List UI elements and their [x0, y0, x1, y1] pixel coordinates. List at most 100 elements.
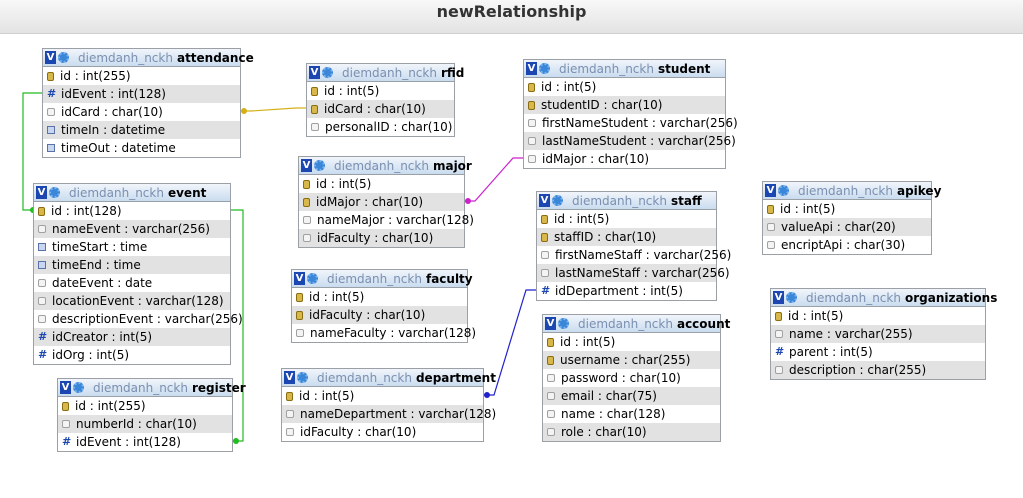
column-row[interactable]: numberId : char(10) — [58, 415, 232, 433]
view-toggle-icon[interactable]: V — [45, 51, 56, 64]
view-toggle-icon[interactable]: V — [60, 381, 71, 394]
column-row[interactable]: id : int(5) — [524, 78, 725, 96]
column-row[interactable]: timeOut : datetime — [43, 139, 240, 157]
column-row[interactable]: nameMajor : varchar(128) — [299, 211, 474, 229]
view-toggle-icon[interactable]: V — [284, 371, 295, 384]
column-row[interactable]: nameFaculty : varchar(128) — [292, 324, 476, 342]
view-toggle-icon[interactable]: V — [309, 66, 320, 79]
column-row[interactable]: id : int(5) — [763, 200, 931, 218]
gear-icon[interactable] — [314, 160, 325, 171]
view-toggle-icon[interactable]: V — [294, 272, 305, 285]
column-row[interactable]: encriptApi : char(30) — [763, 236, 931, 254]
view-toggle-icon[interactable]: V — [545, 317, 556, 330]
gear-icon[interactable] — [786, 292, 797, 303]
column-row[interactable]: nameEvent : varchar(256) — [34, 220, 230, 238]
column-row[interactable]: role : char(10) — [543, 423, 720, 441]
column-row[interactable]: #idDepartment : int(5) — [537, 282, 716, 300]
gear-icon[interactable] — [778, 185, 789, 196]
view-toggle-icon[interactable]: V — [526, 62, 537, 75]
column-row[interactable]: email : char(75) — [543, 387, 720, 405]
column-row[interactable]: personalID : char(10) — [307, 118, 454, 136]
column-row[interactable]: id : int(128) — [34, 202, 230, 220]
column-row[interactable]: id : int(5) — [292, 288, 467, 306]
column-row[interactable]: #idCreator : int(5) — [34, 328, 230, 346]
column-row[interactable]: #idOrg : int(5) — [34, 346, 230, 364]
column-row[interactable]: id : int(5) — [299, 175, 464, 193]
gear-icon[interactable] — [73, 382, 84, 393]
column-row[interactable]: id : int(5) — [771, 307, 985, 325]
column-row[interactable]: name : varchar(255) — [771, 325, 985, 343]
column-row[interactable]: firstNameStaff : varchar(256) — [537, 246, 731, 264]
column-row[interactable]: firstNameStudent : varchar(256) — [524, 114, 738, 132]
view-toggle-icon[interactable]: V — [301, 159, 312, 172]
view-toggle-icon[interactable]: V — [539, 194, 550, 207]
column-row[interactable]: locationEvent : varchar(128) — [34, 292, 230, 310]
column-row[interactable]: #idEvent : int(128) — [43, 85, 240, 103]
column-row[interactable]: #idEvent : int(128) — [58, 433, 232, 451]
view-toggle-icon[interactable]: V — [765, 184, 776, 197]
column-row[interactable]: idFaculty : char(10) — [299, 229, 464, 247]
column-row[interactable]: idCard : char(10) — [307, 100, 454, 118]
column-row[interactable]: description : char(255) — [771, 361, 985, 379]
column-row[interactable]: idFaculty : char(10) — [292, 306, 467, 324]
column-row[interactable]: id : int(5) — [307, 82, 454, 100]
column-row[interactable]: idFaculty : char(10) — [282, 423, 483, 441]
gear-icon[interactable] — [297, 372, 308, 383]
column-row[interactable]: idCard : char(10) — [43, 103, 240, 121]
column-row[interactable]: timeEnd : time — [34, 256, 230, 274]
gear-icon[interactable] — [539, 63, 550, 74]
gear-icon[interactable] — [58, 52, 69, 63]
column-row[interactable]: timeIn : datetime — [43, 121, 240, 139]
column-row[interactable]: idMajor : char(10) — [524, 150, 725, 168]
column-row[interactable]: #parent : int(5) — [771, 343, 985, 361]
column-row[interactable]: dateEvent : date — [34, 274, 230, 292]
column-row[interactable]: lastNameStudent : varchar(256) — [524, 132, 736, 150]
column-row[interactable]: idMajor : char(10) — [299, 193, 464, 211]
column-row[interactable]: nameDepartment : varchar(128) — [282, 405, 496, 423]
column-row[interactable]: id : int(255) — [58, 397, 232, 415]
gear-icon[interactable] — [49, 187, 60, 198]
view-toggle-icon[interactable]: V — [36, 186, 47, 199]
column-row[interactable]: staffID : char(10) — [537, 228, 716, 246]
view-toggle-icon[interactable]: V — [773, 291, 784, 304]
column-row[interactable]: id : int(5) — [537, 210, 716, 228]
column-row[interactable]: lastNameStaff : varchar(256) — [537, 264, 730, 282]
gear-icon[interactable] — [322, 67, 333, 78]
column-row[interactable]: name : char(128) — [543, 405, 720, 423]
column-row[interactable]: descriptionEvent : varchar(256) — [34, 310, 243, 328]
column-row[interactable]: valueApi : char(20) — [763, 218, 931, 236]
column-row[interactable]: timeStart : time — [34, 238, 230, 256]
column-row[interactable]: username : char(255) — [543, 351, 720, 369]
column-row[interactable]: id : int(5) — [282, 387, 483, 405]
column-row[interactable]: studentID : char(10) — [524, 96, 725, 114]
column-row[interactable]: id : int(255) — [43, 67, 240, 85]
column-row[interactable]: id : int(5) — [543, 333, 720, 351]
column-row[interactable]: password : char(10) — [543, 369, 720, 387]
gear-icon[interactable] — [307, 273, 318, 284]
